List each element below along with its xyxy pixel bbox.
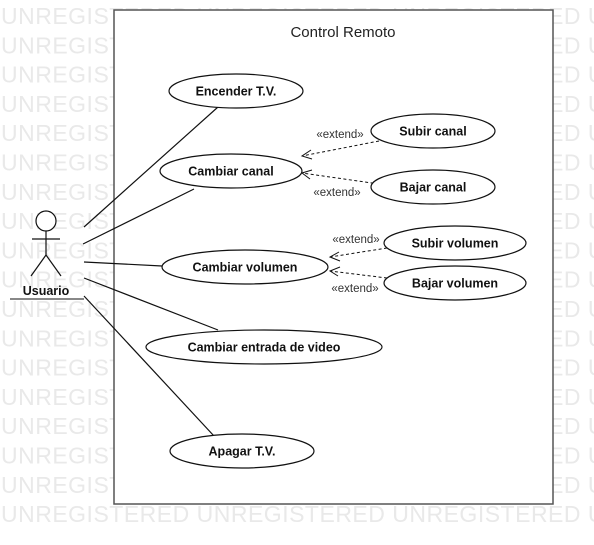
system-boundary: [113, 9, 554, 505]
extend-arrowhead-subir-volumen: [328, 251, 341, 262]
usecase-label: Apagar T.V.: [209, 445, 276, 459]
usecase-cambiar-volumen: Cambiar volumen: [161, 249, 329, 285]
usecase-label: Cambiar canal: [188, 165, 273, 179]
extend-label-subir-canal: «extend»: [316, 129, 363, 141]
extend-line-subir-canal: [301, 140, 380, 157]
watermark: UNREGISTERED UNREGISTERED UNREGISTERED U…: [1, 3, 594, 527]
usecase-bajar-canal: Bajar canal: [370, 169, 496, 205]
actor-left-leg: [30, 254, 47, 277]
usecase-label: Subir volumen: [412, 237, 499, 251]
usecase-label: Cambiar volumen: [193, 261, 298, 275]
usecase-subir-volumen: Subir volumen: [383, 225, 527, 261]
usecase-label: Cambiar entrada de video: [188, 341, 341, 355]
extend-arrowhead-bajar-volumen: [328, 266, 341, 277]
system-title: Control Remoto: [290, 24, 395, 41]
usecase-subir-canal: Subir canal: [370, 113, 496, 149]
usecase-apagar-tv: Apagar T.V.: [169, 433, 315, 469]
usecase-bajar-volumen: Bajar volumen: [383, 265, 527, 301]
association-encender: [83, 106, 219, 228]
association-cambiar-entrada: [83, 277, 219, 331]
usecase-label: Bajar volumen: [412, 277, 498, 291]
usecase-cambiar-entrada-video: Cambiar entrada de video: [145, 329, 383, 365]
actor-name: Usuario: [23, 284, 70, 298]
extend-line-bajar-canal: [301, 172, 380, 185]
watermark-row: UNREGISTERED UNREGISTERED UNREGISTERED U…: [1, 501, 594, 527]
extend-label-subir-volumen: «extend»: [332, 234, 379, 246]
actor-usuario: Usuario: [10, 210, 84, 300]
extend-line-subir-volumen: [329, 247, 388, 258]
actor-head: [35, 210, 57, 232]
association-cambiar-canal: [82, 188, 195, 245]
association-apagar: [83, 295, 215, 437]
usecase-encender-tv: Encender T.V.: [168, 73, 304, 109]
usecase-label: Subir canal: [399, 125, 466, 139]
extend-arrowhead-subir-canal: [300, 149, 313, 160]
association-cambiar-volumen: [83, 261, 163, 267]
extend-line-bajar-volumen: [329, 270, 388, 279]
usecase-cambiar-canal: Cambiar canal: [159, 153, 303, 189]
extend-label-bajar-canal: «extend»: [313, 187, 360, 199]
actor-right-leg: [45, 254, 62, 277]
usecase-label: Bajar canal: [400, 181, 467, 195]
usecase-label: Encender T.V.: [196, 85, 277, 99]
extend-label-bajar-volumen: «extend»: [331, 283, 378, 295]
